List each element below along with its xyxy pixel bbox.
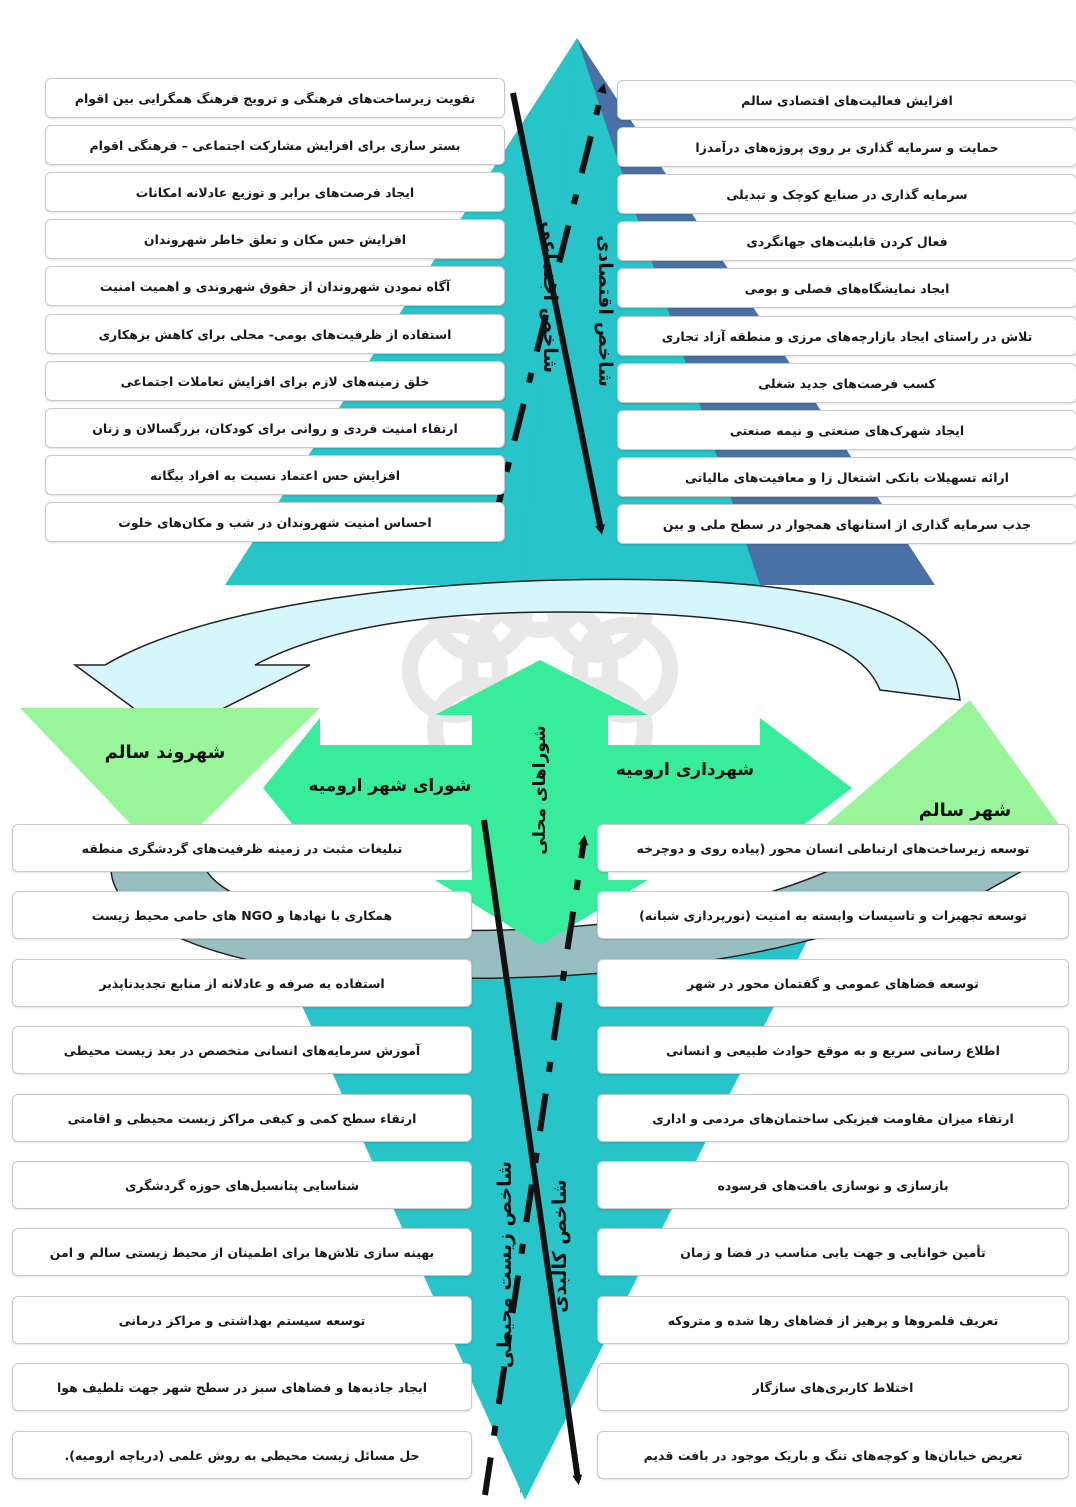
- environmental-item: بهینه سازی تلاش‌ها برای اطمینان از محیط …: [12, 1228, 472, 1276]
- social-item: استفاده از ظرفیت‌های بومی- محلی برای کاه…: [45, 314, 505, 354]
- economic-index-label: شاخص اقتصادی: [594, 226, 616, 396]
- physical-item: اطلاع رسانی سریع و به موقع حوادث طبیعی و…: [597, 1026, 1069, 1074]
- physical-item: توسعه تجهیزات و تاسیسات وابسته به امنیت …: [597, 891, 1069, 939]
- social-item: بستر سازی برای افزایش مشارکت اجتماعی – ف…: [45, 125, 505, 165]
- social-index-label: شاخص اجتماعی: [539, 212, 561, 382]
- physical-item: بازسازی و نوسازی بافت‌های فرسوده: [597, 1161, 1069, 1209]
- economic-item: افزایش فعالیت‌های اقتصادی سالم: [617, 80, 1076, 120]
- economic-item: ارائه تسهیلات بانکی اشتغال زا و معافیت‌ه…: [617, 457, 1076, 497]
- environmental-item: استفاده به صرفه و عادلانه از منابع تجدید…: [12, 959, 472, 1007]
- economic-item: سرمایه گذاری در صنایع کوچک و تبدیلی: [617, 174, 1076, 214]
- environmental-item: همکاری با نهادها و NGO های حامی محیط زیس…: [12, 891, 472, 939]
- economic-item: جذب سرمایه گذاری از استانهای همجوار در س…: [617, 504, 1076, 544]
- social-item: احساس امنیت شهروندان در شب و مکان‌های خل…: [45, 502, 505, 542]
- healthy-city-label: شهر سالم: [885, 800, 1045, 821]
- environmental-item: شناسایی پتانسیل‌های حوزه گردشگری: [12, 1161, 472, 1209]
- physical-item: توسعه زیرساخت‌های ارتباطی انسان محور (پی…: [597, 824, 1069, 872]
- social-item: آگاه نمودن شهروندان از حقوق شهروندی و اه…: [45, 266, 505, 306]
- environmental-item: تبلیغات مثبت در زمینه ظرفیت‌های گردشگری …: [12, 824, 472, 872]
- social-item: افزایش حس اعتماد نسبت به افراد بیگانه: [45, 455, 505, 495]
- environmental-index-label: شاخص زیست محیطی: [494, 1161, 516, 1361]
- local-councils-label: شوراهای محلی: [530, 715, 550, 865]
- physical-item: تعریض خیابان‌ها و کوچه‌های تنگ و باریک م…: [597, 1431, 1069, 1479]
- municipality-label: شهرداری ارومیه: [600, 760, 770, 780]
- environmental-item: ایجاد جاذبه‌ها و فضاهای سبز در سطح شهر ج…: [12, 1363, 472, 1411]
- physical-item: اختلاط کاربری‌های سازگار: [597, 1363, 1069, 1411]
- environmental-item: آموزش سرمایه‌های انسانی متخصص در بعد زیس…: [12, 1026, 472, 1074]
- physical-index-label: شاخص کالبدی: [549, 1161, 571, 1331]
- economic-item: کسب فرصت‌های جدید شغلی: [617, 363, 1076, 403]
- economic-item: تلاش در راستای ایجاد بازارچه‌های مرزی و …: [617, 316, 1076, 356]
- physical-item: توسعه فضاهای عمومی و گفتمان محور در شهر: [597, 959, 1069, 1007]
- physical-item: تأمین خوانایی و جهت یابی مناسب در فضا و …: [597, 1228, 1069, 1276]
- social-item: ایجاد فرصت‌های برابر و توزیع عادلانه امک…: [45, 172, 505, 212]
- city-council-label: شورای شهر ارومیه: [295, 776, 485, 796]
- economic-item: ایجاد نمایشگاه‌های فصلی و بومی: [617, 268, 1076, 308]
- environmental-item: توسعه سیستم بهداشتی و مراکز درمانی: [12, 1296, 472, 1344]
- physical-item: تعریف قلمروها و پرهیز از فضاهای رها شده …: [597, 1296, 1069, 1344]
- healthy-citizen-label: شهروند سالم: [80, 742, 250, 763]
- economic-item: فعال کردن قابلیت‌های جهانگردی: [617, 221, 1076, 261]
- economic-item: ایجاد شهرک‌های صنعتی و نیمه صنعتی: [617, 410, 1076, 450]
- social-item: خلق زمینه‌های لازم برای افزایش تعاملات ا…: [45, 361, 505, 401]
- environmental-item: حل مسائل زیست محیطی به روش علمی (دریاچه …: [12, 1431, 472, 1479]
- economic-item: حمایت و سرمایه گذاری بر روی پروژه‌های در…: [617, 127, 1076, 167]
- social-item: افزایش حس مکان و تعلق خاطر شهروندان: [45, 219, 505, 259]
- physical-item: ارتقاء میزان مقاومت فیزیکی ساختمان‌های م…: [597, 1094, 1069, 1142]
- social-item: تقویت زیرساخت‌های فرهنگی و ترویج فرهنگ ه…: [45, 78, 505, 118]
- environmental-item: ارتقاء سطح کمی و کیفی مراکز زیست محیطی و…: [12, 1094, 472, 1142]
- social-item: ارتقاء امنیت فردی و روانی برای کودکان، ب…: [45, 408, 505, 448]
